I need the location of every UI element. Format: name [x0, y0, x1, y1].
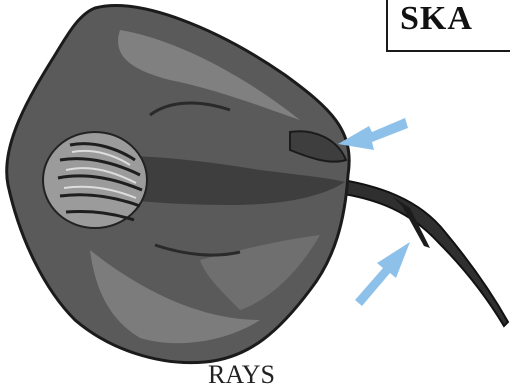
caption-text: RAYS: [208, 362, 275, 388]
title-text: SKA: [400, 0, 473, 38]
ray-tail: [330, 178, 508, 326]
tail-arrow: [355, 242, 410, 306]
ray-illustration: [0, 0, 510, 381]
pelvic-fin-arrow: [338, 118, 408, 150]
title-box: SKA: [386, 0, 510, 52]
illustration-stage: [0, 0, 510, 381]
